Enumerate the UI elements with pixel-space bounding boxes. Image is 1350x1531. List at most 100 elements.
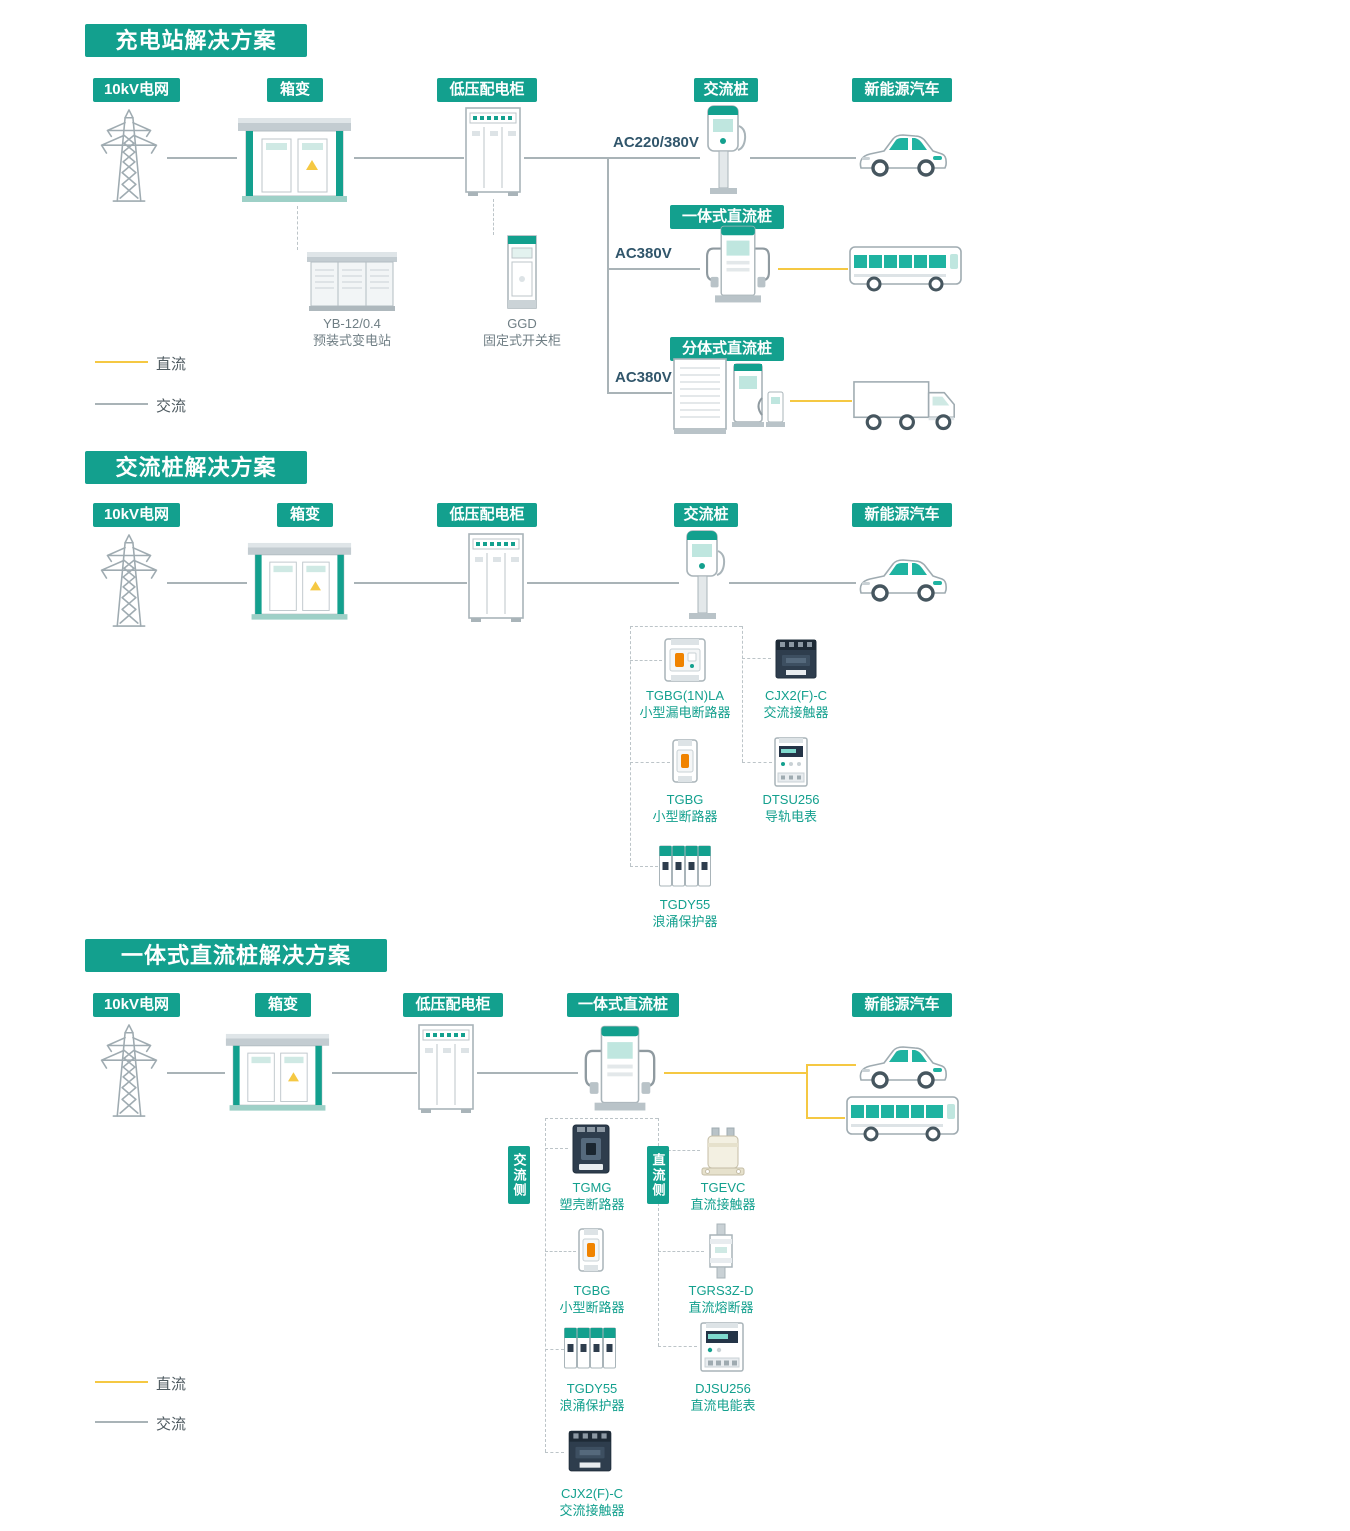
section2-title: 交流桩解决方案 xyxy=(115,455,277,480)
substation-caption: YB-12/0.4 预装式变电站 xyxy=(287,315,417,349)
dc-contactor-icon xyxy=(699,1127,747,1177)
switchgear-model: GGD xyxy=(507,316,537,331)
s3-dc-line-to-car xyxy=(806,1064,856,1066)
integrated-dc-pile-icon xyxy=(578,1021,662,1115)
s2-dash-stub xyxy=(630,660,662,661)
s2-node-ac-pile-tag: 交流桩 xyxy=(674,503,738,527)
component-caption: DTSU256 导轨电表 xyxy=(726,791,856,825)
rail-meter-icon xyxy=(772,735,810,789)
component-model: TGBG xyxy=(666,792,704,807)
switchgear-name: 固定式开关柜 xyxy=(482,333,561,348)
split-dc-pile-icon xyxy=(672,356,787,436)
s3-dash-stub xyxy=(545,1251,576,1252)
s1-dash-cabinet-switchgear xyxy=(493,199,494,235)
component-model: TGEVC xyxy=(700,1180,746,1195)
mcb-icon xyxy=(670,737,700,785)
switchgear-caption: GGD 固定式开关柜 xyxy=(457,315,587,349)
integrated-dc-pile-icon xyxy=(700,222,776,306)
s1-branch2-voltage-label: AC380V xyxy=(615,245,672,262)
ac-contactor-icon xyxy=(563,1424,617,1476)
s1-branch1-voltage-label: AC220/380V xyxy=(613,134,699,151)
s2-dash-stub xyxy=(742,658,771,659)
s1-legend-dc-line xyxy=(95,361,148,363)
s1-line-transformer-cabinet xyxy=(354,157,464,159)
s1-dc-line-pile-truck xyxy=(790,400,852,402)
component-name: 导轨电表 xyxy=(764,809,817,824)
component-caption: TGBG 小型断路器 xyxy=(527,1282,657,1316)
s2-dash-stub xyxy=(742,762,772,763)
s2-line-transformer-cabinet xyxy=(354,582,467,584)
truck-icon xyxy=(852,376,965,433)
s3-dash-ac-trunk xyxy=(545,1118,546,1452)
s3-node-grid-tag: 10kV电网 xyxy=(93,993,180,1017)
component-name: 塑壳断路器 xyxy=(559,1197,625,1212)
component-name: 交流接触器 xyxy=(763,705,829,720)
s2-line-acpile-car xyxy=(729,582,856,584)
power-tower-icon xyxy=(93,106,165,204)
s1-legend-dc-label: 直流 xyxy=(156,356,187,373)
s3-node-vehicle-tag: 新能源汽车 xyxy=(852,993,952,1017)
s2-node-vehicle-tag: 新能源汽车 xyxy=(852,503,952,527)
box-transformer-icon xyxy=(225,1026,330,1114)
component-model: TGBG(1N)LA xyxy=(645,688,724,703)
s3-legend-dc-line xyxy=(95,1381,148,1383)
s1-dc-line-pile-bus xyxy=(778,268,848,270)
s3-dash-stub xyxy=(658,1346,697,1347)
dc-meter-icon xyxy=(697,1320,747,1374)
component-name: 直流电能表 xyxy=(690,1398,756,1413)
s3-dash-stub xyxy=(545,1148,568,1149)
component-model: TGMG xyxy=(572,1180,612,1195)
component-caption: TGDY55 浪涌保护器 xyxy=(620,896,750,930)
ac-charging-pile-icon xyxy=(700,104,748,199)
s2-dash-stub xyxy=(630,762,670,763)
section3-title: 一体式直流桩解决方案 xyxy=(120,943,351,968)
dc-side-badge: 直流侧 xyxy=(647,1146,669,1204)
s3-node-lv-cabinet-tag: 低压配电柜 xyxy=(403,993,503,1017)
component-name: 直流接触器 xyxy=(690,1197,756,1212)
component-caption: CJX2(F)-C 交流接触器 xyxy=(731,687,861,721)
s1-dash-transformer-substation xyxy=(297,206,298,250)
component-name: 浪涌保护器 xyxy=(559,1398,625,1413)
s2-line-grid-transformer xyxy=(167,582,247,584)
s1-line-branch3 xyxy=(607,392,672,394)
s1-node-vehicle-tag: 新能源汽车 xyxy=(852,78,952,102)
component-caption: TGDY55 浪涌保护器 xyxy=(527,1380,657,1414)
s3-dash-top xyxy=(545,1118,658,1119)
s2-dash-left-trunk xyxy=(630,626,631,866)
component-caption: TGRS3Z-D 直流熔断器 xyxy=(656,1282,786,1316)
split-dc-pile-badge: 分体式直流桩 xyxy=(670,337,784,361)
box-transformer-icon xyxy=(247,535,352,623)
component-model: TGBG xyxy=(573,1283,611,1298)
component-caption: DJSU256 直流电能表 xyxy=(658,1380,788,1414)
s1-legend-ac-label: 交流 xyxy=(156,398,187,415)
s3-legend-dc-label: 直流 xyxy=(156,1376,187,1393)
ac-contactor-icon xyxy=(771,633,821,683)
s3-line-grid-transformer xyxy=(167,1072,225,1074)
component-caption: CJX2(F)-C 交流接触器 xyxy=(527,1485,657,1519)
car-icon xyxy=(856,126,948,181)
bus-icon xyxy=(848,244,963,292)
s2-dash-right-trunk xyxy=(742,626,743,762)
s1-branch-trunk-line xyxy=(607,157,609,392)
component-model: DTSU256 xyxy=(762,792,820,807)
lv-cabinet-icon xyxy=(464,106,522,198)
s3-legend-ac-label: 交流 xyxy=(156,1416,187,1433)
s3-dc-line-to-bus xyxy=(806,1117,845,1119)
car-icon xyxy=(856,1038,948,1093)
component-model: CJX2(F)-C xyxy=(764,688,828,703)
s1-node-transformer-tag: 箱变 xyxy=(267,78,323,102)
ggd-switchgear-icon xyxy=(506,234,538,312)
component-name: 交流接触器 xyxy=(559,1503,625,1518)
component-model: TGDY55 xyxy=(659,897,711,912)
s1-line-grid-transformer xyxy=(167,157,237,159)
s2-node-grid-tag: 10kV电网 xyxy=(93,503,180,527)
mcb-icon xyxy=(576,1226,606,1274)
s3-node-dc-pile-tag: 一体式直流桩 xyxy=(567,993,679,1017)
s1-branch3-voltage-label: AC380V xyxy=(615,369,672,386)
s2-dash-stub xyxy=(630,866,658,867)
s1-node-grid-tag: 10kV电网 xyxy=(93,78,180,102)
s3-dash-stub xyxy=(658,1251,704,1252)
section2-title-banner: 交流桩解决方案 xyxy=(85,451,307,484)
car-icon xyxy=(856,551,948,606)
surge-protector-icon xyxy=(563,1324,617,1372)
